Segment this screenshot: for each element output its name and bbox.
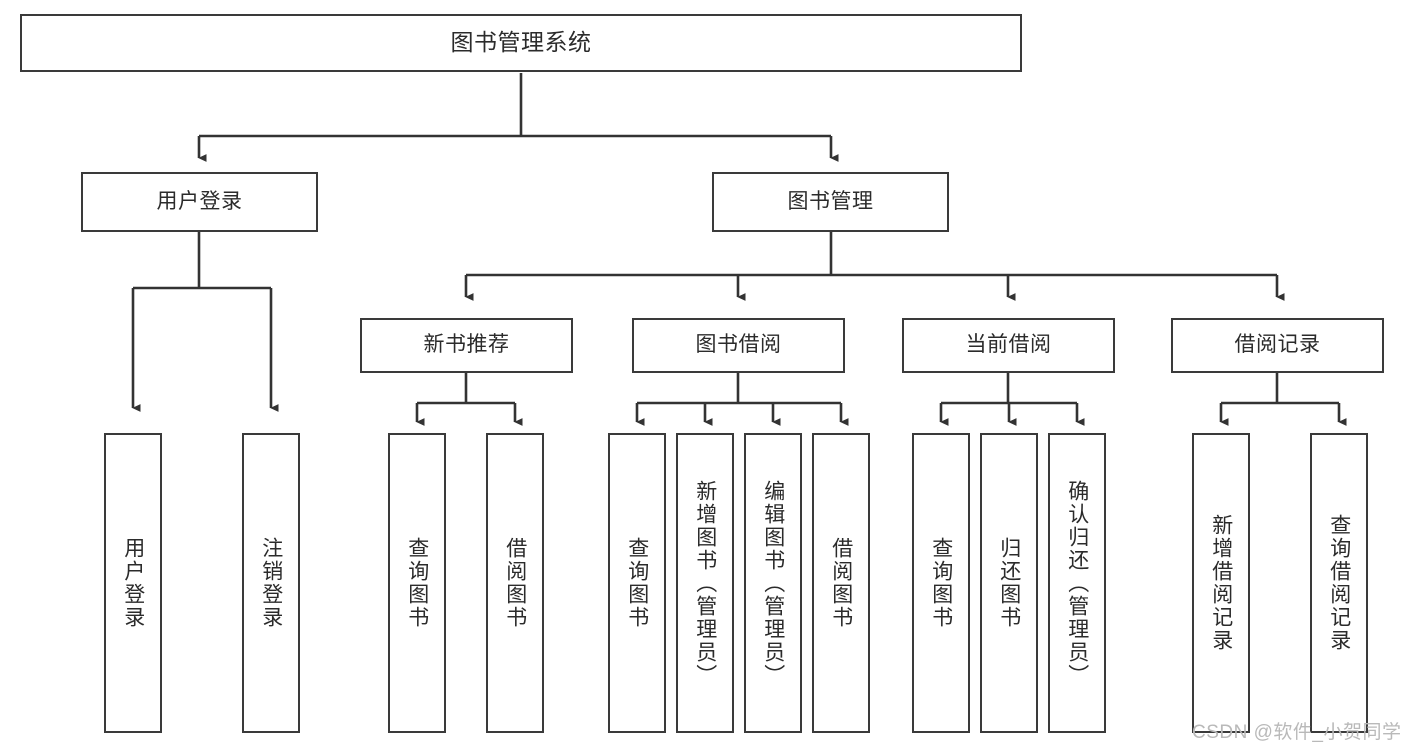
node-current-borrow-label: 当前借阅 bbox=[965, 333, 1052, 357]
leaf-confirm-return-admin-label: 确认归还（管理员） bbox=[1065, 479, 1089, 687]
leaf-add-book-admin[interactable]: 新增图书（管理员） bbox=[676, 433, 734, 733]
leaf-query-book-current[interactable]: 查询图书 bbox=[912, 433, 970, 733]
leaf-query-book-current-label: 查询图书 bbox=[929, 537, 953, 629]
leaf-add-borrow-record[interactable]: 新增借阅记录 bbox=[1192, 433, 1250, 733]
leaf-user-login-label: 用户登录 bbox=[121, 537, 145, 629]
leaf-query-book-recommend[interactable]: 查询图书 bbox=[388, 433, 446, 733]
leaf-borrow-book-label: 借阅图书 bbox=[829, 537, 853, 629]
leaf-borrow-book-recommend[interactable]: 借阅图书 bbox=[486, 433, 544, 733]
node-book-borrow[interactable]: 图书借阅 bbox=[632, 318, 845, 373]
leaf-edit-book-admin-label: 编辑图书（管理员） bbox=[761, 479, 785, 687]
node-user-login-label: 用户登录 bbox=[156, 189, 243, 213]
node-user-login[interactable]: 用户登录 bbox=[81, 172, 318, 232]
watermark: CSDN @软件_小贺同学 bbox=[1192, 722, 1402, 743]
leaf-query-book-recommend-label: 查询图书 bbox=[405, 537, 429, 629]
leaf-user-login[interactable]: 用户登录 bbox=[104, 433, 162, 733]
leaf-borrow-book-recommend-label: 借阅图书 bbox=[503, 537, 527, 629]
leaf-query-borrow-record-label: 查询借阅记录 bbox=[1327, 514, 1351, 652]
leaf-query-book-borrow-label: 查询图书 bbox=[625, 537, 649, 629]
node-book-borrow-label: 图书借阅 bbox=[695, 333, 782, 357]
node-book-management-label: 图书管理 bbox=[787, 189, 874, 213]
node-new-book-recommend-label: 新书推荐 bbox=[423, 333, 510, 357]
leaf-return-book-label: 归还图书 bbox=[997, 537, 1021, 629]
node-borrow-records[interactable]: 借阅记录 bbox=[1171, 318, 1384, 373]
leaf-return-book[interactable]: 归还图书 bbox=[980, 433, 1038, 733]
leaf-add-borrow-record-label: 新增借阅记录 bbox=[1209, 514, 1233, 652]
node-new-book-recommend[interactable]: 新书推荐 bbox=[360, 318, 573, 373]
node-current-borrow[interactable]: 当前借阅 bbox=[902, 318, 1115, 373]
leaf-add-book-admin-label: 新增图书（管理员） bbox=[693, 479, 717, 687]
leaf-query-book-borrow[interactable]: 查询图书 bbox=[608, 433, 666, 733]
node-book-management[interactable]: 图书管理 bbox=[712, 172, 949, 232]
leaf-logout-label: 注销登录 bbox=[259, 537, 283, 629]
node-borrow-records-label: 借阅记录 bbox=[1234, 333, 1321, 357]
leaf-query-borrow-record[interactable]: 查询借阅记录 bbox=[1310, 433, 1368, 733]
leaf-logout[interactable]: 注销登录 bbox=[242, 433, 300, 733]
node-root-system[interactable]: 图书管理系统 bbox=[20, 14, 1022, 72]
leaf-edit-book-admin[interactable]: 编辑图书（管理员） bbox=[744, 433, 802, 733]
node-root-system-label: 图书管理系统 bbox=[450, 29, 592, 56]
leaf-confirm-return-admin[interactable]: 确认归还（管理员） bbox=[1048, 433, 1106, 733]
leaf-borrow-book[interactable]: 借阅图书 bbox=[812, 433, 870, 733]
